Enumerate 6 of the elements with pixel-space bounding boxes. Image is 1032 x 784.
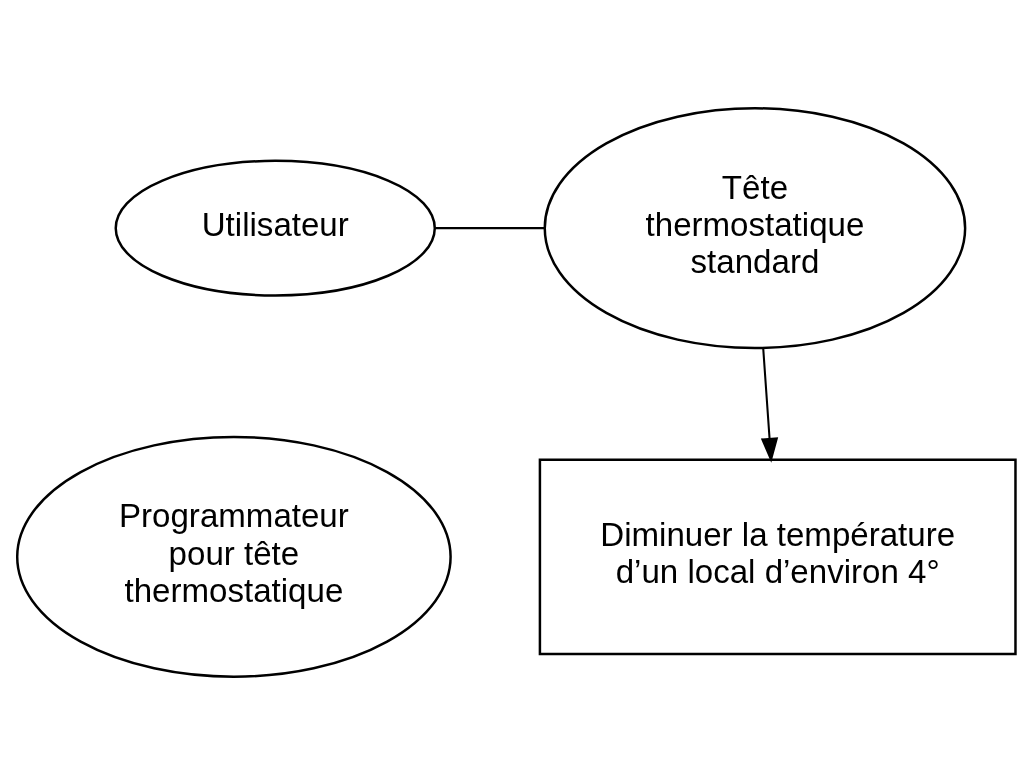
arrow [760, 347, 778, 463]
connector [435, 226, 544, 229]
node-ellipse: Programmateur pour tête thermostatique [15, 435, 452, 678]
node-ellipse: Tête thermostatique standard [543, 106, 966, 349]
node-ellipse: Utilisateur [114, 159, 436, 297]
node-box: Diminuer la température d’un local d’environ 4° [538, 457, 1017, 655]
